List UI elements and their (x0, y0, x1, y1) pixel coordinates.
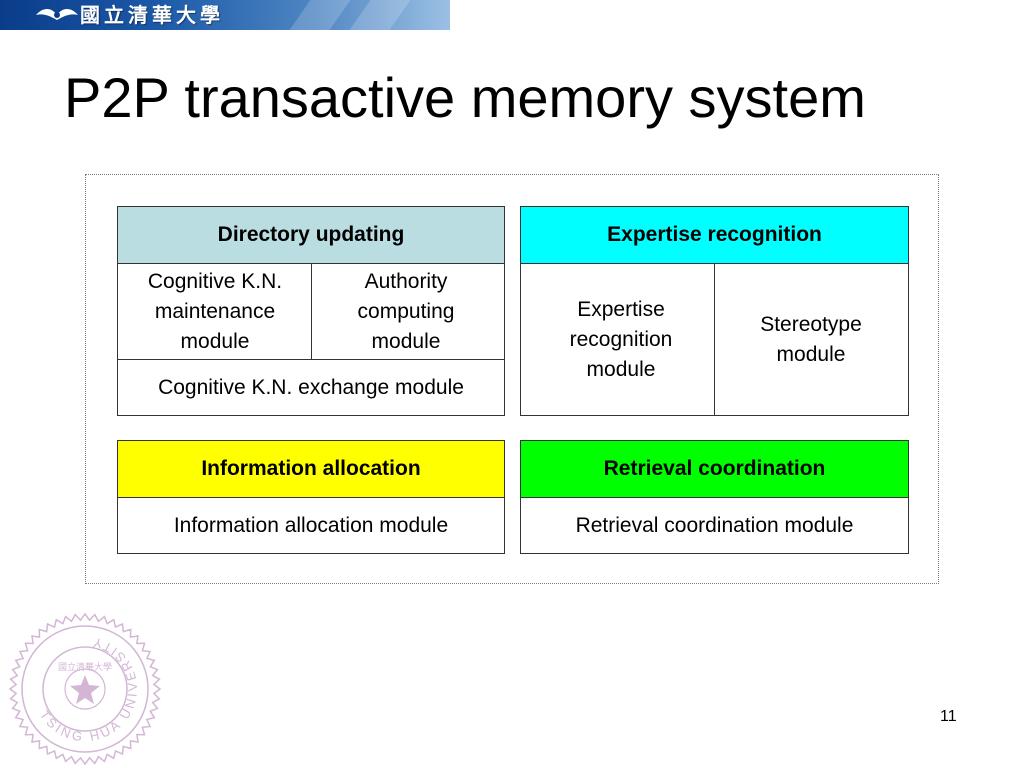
retrieval-module-cell: Retrieval coordination module (575, 513, 854, 537)
university-seal-icon: TSING HUA UNIVERSITY 國立清華大學 (8, 612, 162, 766)
authority-computing-cell: Authority computing module (357, 269, 455, 353)
retrieval-coordination-box: Retrieval coordination Retrieval coordin… (520, 440, 909, 554)
information-allocation-box: Information allocation Information alloc… (117, 440, 505, 554)
university-emblem-icon (36, 8, 78, 20)
expertise-module-cell: Expertise recognition module (569, 298, 673, 381)
slide-number: 11 (940, 708, 957, 725)
slide-title: P2P transactive memory system (64, 66, 866, 129)
seal-inner-text: 國立清華大學 (58, 661, 112, 673)
directory-updating-heading: Directory updating (118, 207, 504, 264)
diagram-frame: Directory updating Cognitive K.N. mainte… (85, 174, 939, 584)
banner-title: 國立清華大學 (80, 3, 224, 27)
expertise-recognition-heading: Expertise recognition (521, 207, 908, 264)
allocation-module-cell: Information allocation module (173, 513, 449, 537)
stereotype-module-cell: Stereotype module (760, 313, 862, 366)
cognitive-maintenance-cell: Cognitive K.N. maintenance module (147, 269, 283, 353)
retrieval-coordination-heading: Retrieval coordination (521, 441, 908, 498)
expertise-recognition-box: Expertise recognition Expertise recognit… (520, 206, 909, 416)
information-allocation-heading: Information allocation (118, 441, 504, 498)
directory-updating-box: Directory updating Cognitive K.N. mainte… (117, 206, 505, 416)
header-banner: 國立清華大學 (0, 0, 450, 30)
cognitive-exchange-cell: Cognitive K.N. exchange module (158, 375, 464, 399)
